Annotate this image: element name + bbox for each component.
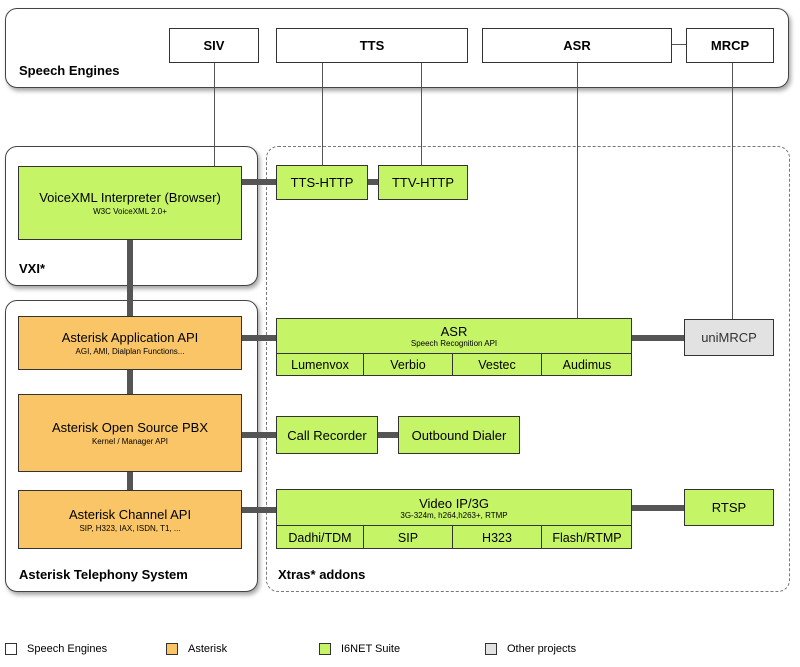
- video-box: Video IP/3G 3G-324m, h264,h263+, RTMP Da…: [276, 489, 632, 549]
- app-api-title: Asterisk Application API: [61, 330, 199, 345]
- channel-api-title: Asterisk Channel API: [68, 506, 192, 522]
- video-item: SIP: [364, 526, 453, 549]
- legend-i6net-label: I6NET Suite: [341, 643, 401, 655]
- rtsp-label: RTSP: [711, 500, 747, 515]
- legend-asterisk: Asterisk: [166, 643, 227, 655]
- legend-speech-engines: Speech Engines: [5, 643, 107, 655]
- legend-asterisk-label: Asterisk: [188, 643, 228, 655]
- asr-item: Audimus: [562, 358, 612, 372]
- legend-other-label: Other projects: [507, 643, 577, 655]
- legend-swatch-green: [319, 643, 331, 655]
- outbound-dialer-label: Outbound Dialer: [411, 427, 507, 443]
- ttv-http-box: TTV-HTTP: [378, 165, 468, 200]
- asr-engine-box: ASR: [482, 28, 672, 63]
- call-recorder-label: Call Recorder: [287, 427, 367, 443]
- connector-app-asrbox: [242, 335, 276, 341]
- siv-box: SIV: [169, 28, 259, 63]
- video-subtitle: 3G-324m, h264,h263+, RTMP: [400, 510, 508, 520]
- siv-label: SIV: [203, 38, 225, 53]
- asr-title: ASR: [440, 324, 468, 339]
- connector-asr-asrbox: [577, 63, 578, 318]
- connector-siv-vxml: [214, 63, 215, 166]
- asr-box: ASR Speech Recognition API Lumenvox Verb…: [276, 318, 632, 376]
- outbound-dialer-box: Outbound Dialer: [398, 416, 520, 454]
- connector-vxml-asterisk: [127, 239, 133, 316]
- asr-header: ASR Speech Recognition API: [277, 319, 631, 353]
- connector-asrbox-unimrcp: [632, 335, 684, 341]
- asr-item: Lumenvox: [277, 354, 364, 376]
- legend-other-projects: Other projects: [485, 643, 576, 655]
- connector-vxml-ttshttp: [242, 179, 276, 185]
- app-api-subtitle: AGI, AMI, Dialplan Functions...: [75, 347, 185, 356]
- call-recorder-box: Call Recorder: [276, 416, 378, 454]
- legend-swatch-grey: [485, 643, 497, 655]
- tts-http-label: TTS-HTTP: [290, 175, 354, 190]
- connector-tts-ttshttp: [322, 63, 323, 165]
- connector-asr-mrcp: [672, 44, 686, 45]
- connector-app-pbx: [127, 370, 133, 394]
- connector-pbx-recorder: [242, 432, 276, 438]
- xtras-group-label: Xtras* addons: [278, 567, 366, 582]
- connector-channel-video: [242, 507, 276, 513]
- tts-label: TTS: [359, 38, 385, 53]
- vxi-group-label: VXI*: [19, 261, 46, 276]
- tts-http-box: TTS-HTTP: [276, 165, 368, 200]
- video-item: Flash/RTMP: [552, 530, 622, 545]
- vxml-interpreter-box: VoiceXML Interpreter (Browser) W3C Voice…: [18, 166, 242, 240]
- asr-engine-label: ASR: [563, 38, 591, 53]
- video-item: Dadhi/TDM: [277, 526, 364, 549]
- vxml-subtitle: W3C VoiceXML 2.0+: [93, 207, 167, 216]
- unimrcp-label: uniMRCP: [701, 330, 757, 345]
- vxml-title: VoiceXML Interpreter (Browser): [39, 190, 221, 205]
- asterisk-channel-api-box: Asterisk Channel API SIP, H323, IAX, ISD…: [18, 490, 242, 549]
- video-items-row: Dadhi/TDM SIP H323 Flash/RTMP: [277, 525, 631, 549]
- connector-tts-ttvhttp: [421, 63, 422, 165]
- mrcp-box: MRCP: [686, 28, 774, 63]
- tts-box: TTS: [276, 28, 468, 63]
- asr-item: Vestec: [453, 354, 542, 376]
- video-item: H323: [453, 526, 542, 549]
- unimrcp-box: uniMRCP: [684, 319, 774, 356]
- asr-items-row: Lumenvox Verbio Vestec Audimus: [277, 353, 631, 376]
- mrcp-label: MRCP: [710, 38, 750, 53]
- ttv-http-label: TTV-HTTP: [391, 175, 455, 190]
- connector-video-rtsp: [632, 505, 684, 511]
- asterisk-app-api-box: Asterisk Application API AGI, AMI, Dialp…: [18, 316, 242, 370]
- legend-swatch-white: [5, 643, 17, 655]
- pbx-title: Asterisk Open Source PBX: [51, 420, 209, 435]
- video-header: Video IP/3G 3G-324m, h264,h263+, RTMP: [277, 490, 631, 525]
- channel-api-subtitle: SIP, H323, IAX, ISDN, T1, ...: [79, 523, 181, 533]
- asr-subtitle: Speech Recognition API: [410, 339, 498, 348]
- asterisk-group-label: Asterisk Telephony System: [19, 567, 188, 582]
- legend-i6net: I6NET Suite: [319, 643, 400, 655]
- connector-recorder-dialer: [378, 432, 398, 438]
- speech-engines-group-label: Speech Engines: [19, 63, 120, 78]
- connector-pbx-channel: [127, 472, 133, 490]
- video-title: Video IP/3G: [419, 495, 489, 511]
- connector-ttshttp-ttvhttp: [368, 179, 378, 185]
- asterisk-pbx-box: Asterisk Open Source PBX Kernel / Manage…: [18, 394, 242, 472]
- rtsp-box: RTSP: [684, 489, 774, 526]
- legend-speech-label: Speech Engines: [27, 643, 108, 655]
- pbx-subtitle: Kernel / Manager API: [91, 437, 169, 446]
- legend-swatch-orange: [166, 643, 178, 655]
- connector-mrcp-unimrcp: [732, 63, 733, 319]
- asr-item: Verbio: [364, 354, 453, 376]
